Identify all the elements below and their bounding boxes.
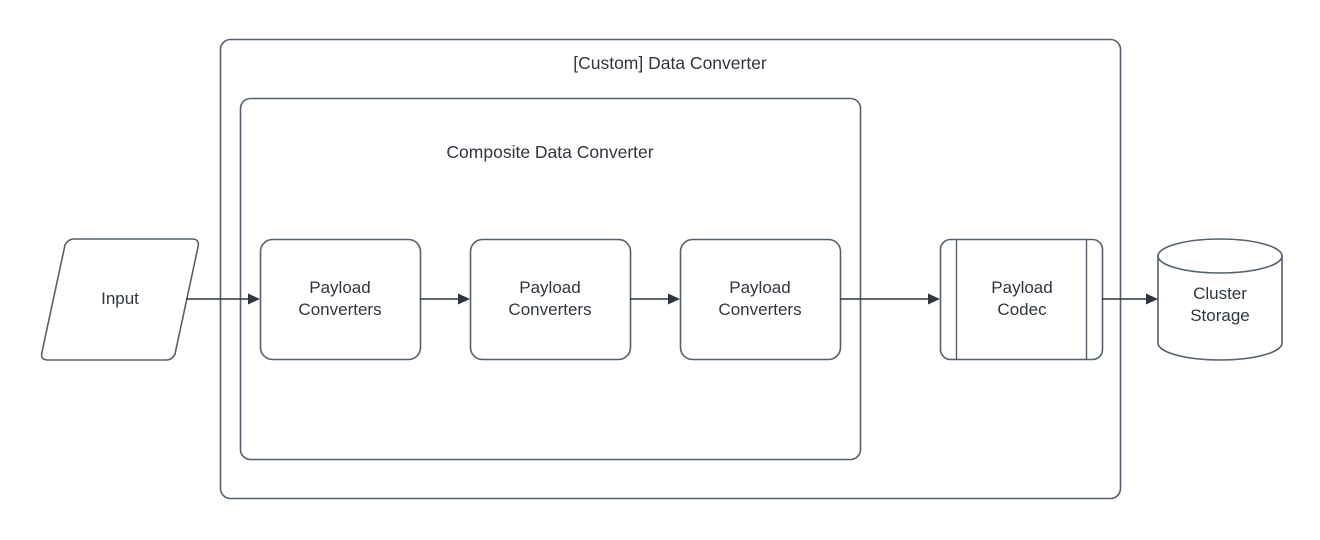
- edge-pc1-to-pc2-arrowhead: [458, 293, 470, 305]
- node-cluster-storage-top: [1157, 238, 1283, 274]
- node-payload-converters-3-label: Payload Converters: [718, 277, 802, 319]
- edge-codec-to-storage-arrowhead: [1146, 293, 1158, 305]
- container-composite-data-converter-label: Composite Data Converter: [446, 142, 654, 162]
- node-payload-converters-1-label: Payload Converters: [298, 277, 382, 319]
- edge-pc2-to-pc3-arrowhead: [668, 293, 680, 305]
- node-input-shape[interactable]: [40, 238, 200, 361]
- edge-input-to-pc1-arrowhead: [248, 293, 260, 305]
- node-cluster-storage-label: Cluster Storage: [1190, 283, 1250, 325]
- edge-pc3-to-codec-arrowhead: [928, 293, 940, 305]
- node-payload-codec-label: Payload Codec: [991, 277, 1053, 319]
- node-payload-converters-2-label: Payload Converters: [508, 277, 592, 319]
- node-input-label: Input: [101, 288, 139, 308]
- node-cluster-storage-body[interactable]: [1157, 255, 1283, 361]
- container-custom-data-converter-label: [Custom] Data Converter: [573, 53, 767, 73]
